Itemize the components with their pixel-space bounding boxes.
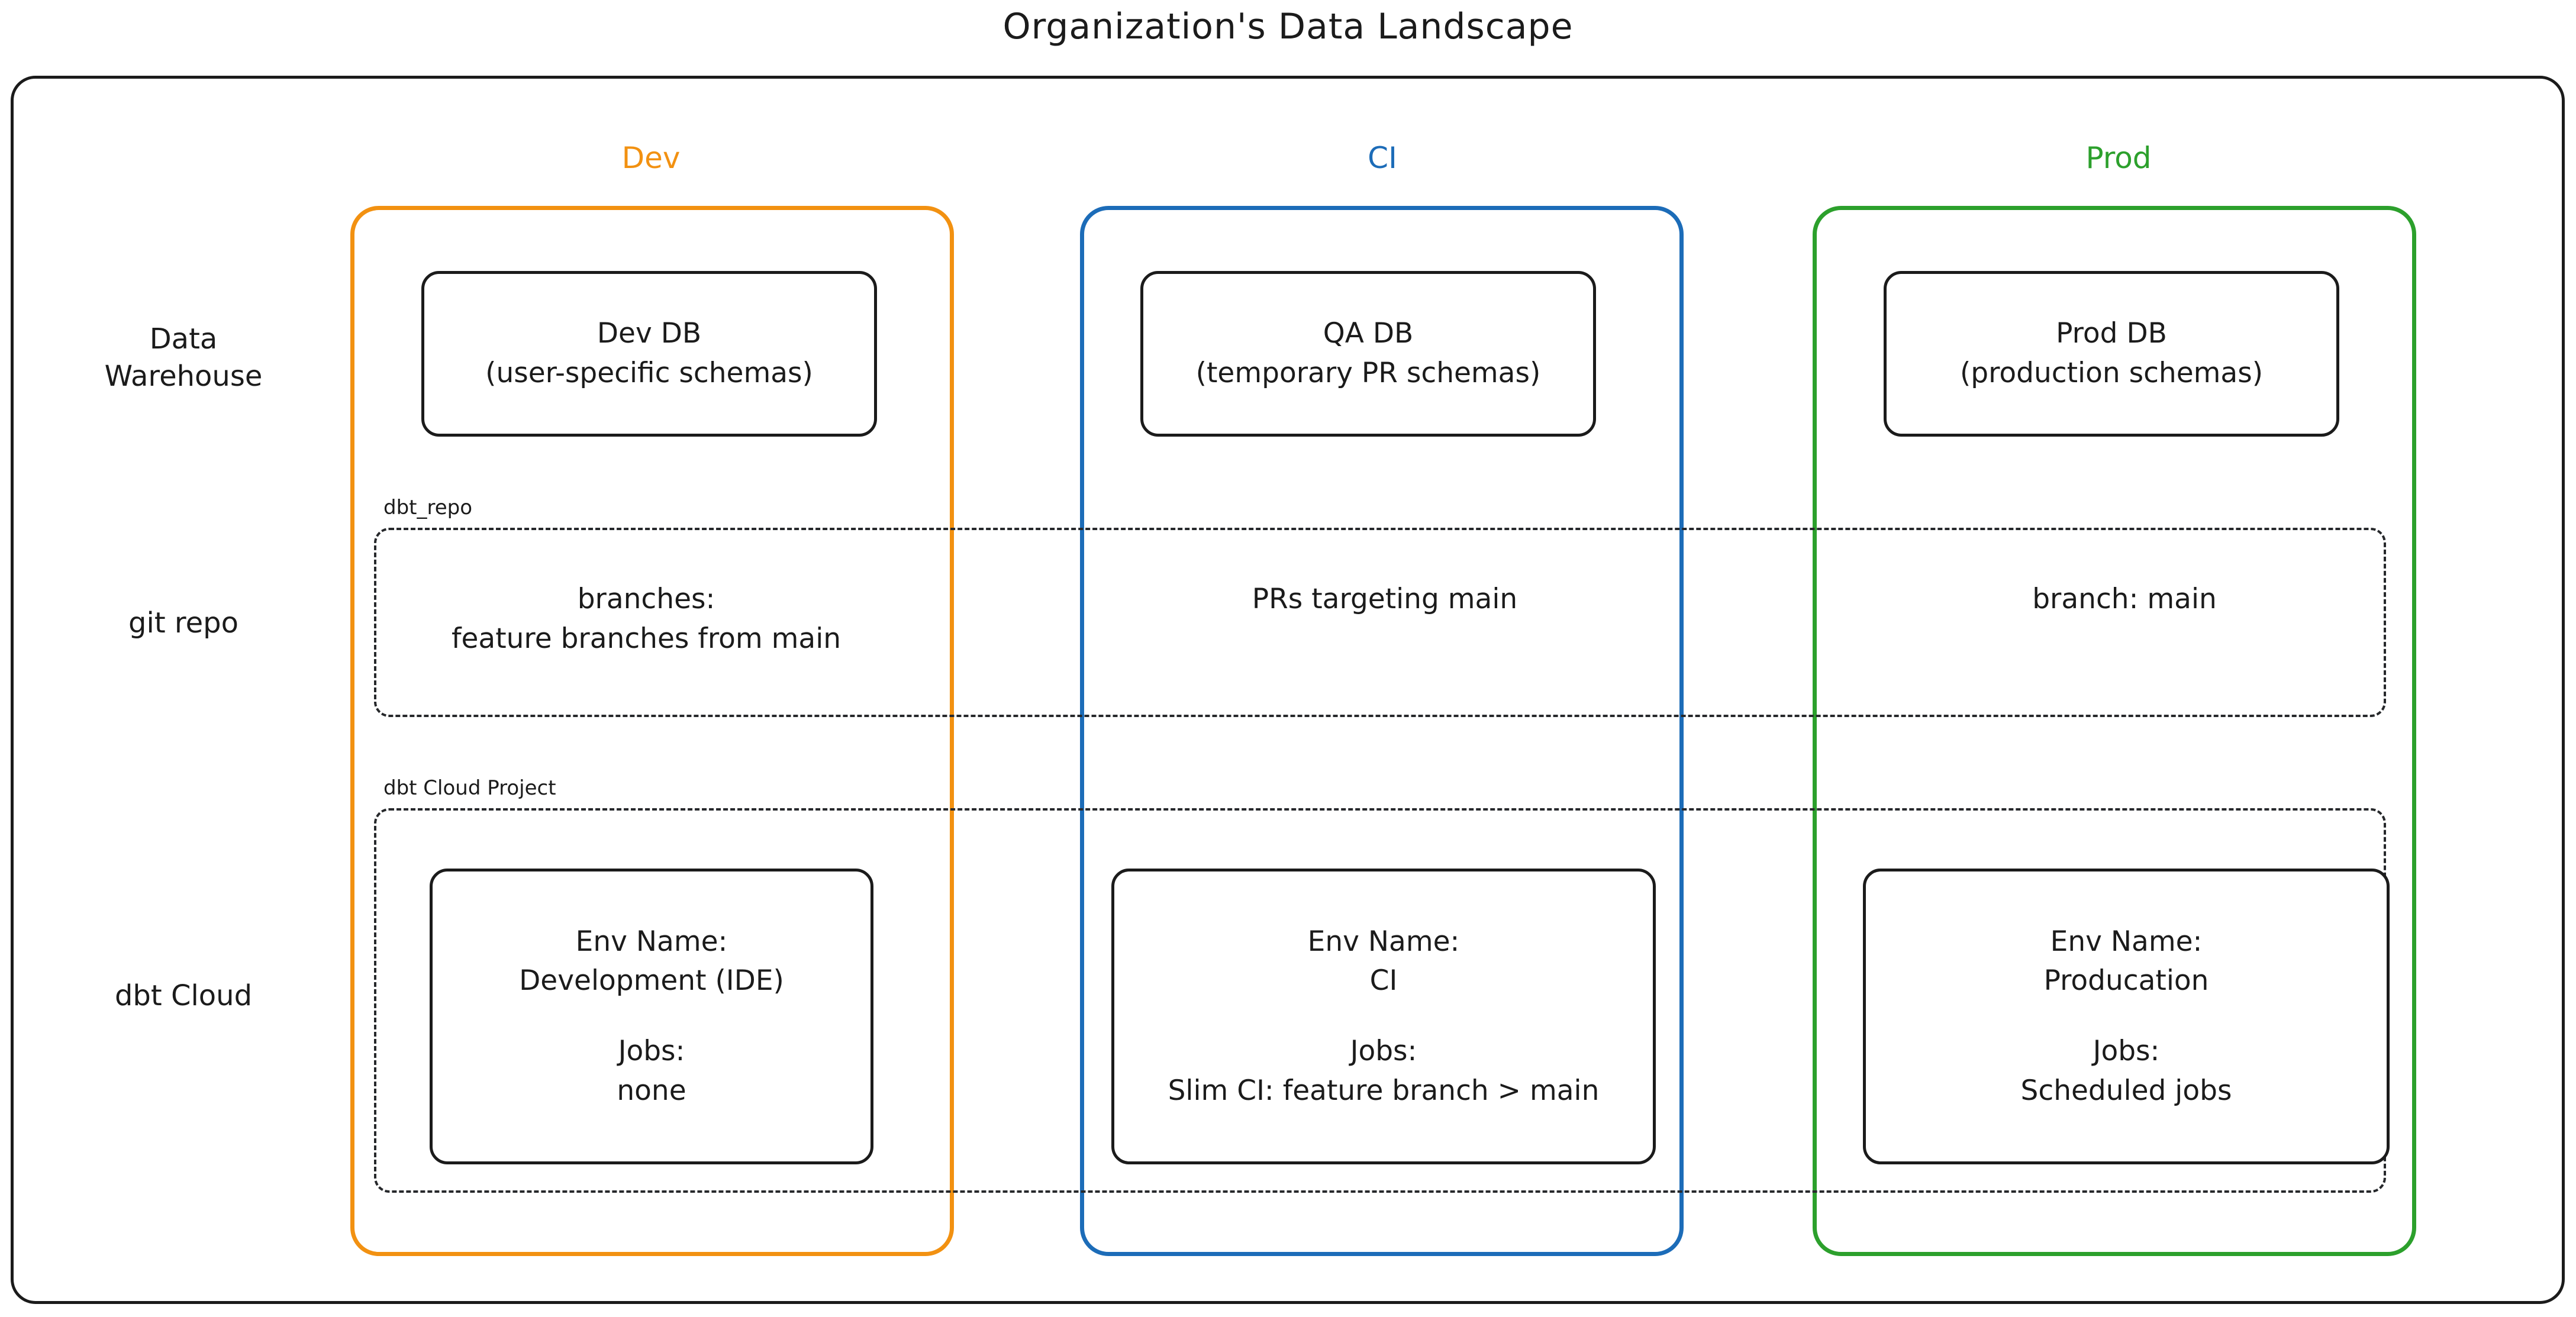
node-dbt-env-dev-env-value: Development (IDE) [519, 964, 784, 998]
git-text-dev: branches: feature branches from main [380, 580, 913, 658]
node-dev-db-line1: Dev DB [597, 317, 702, 350]
node-qa-db-line1: QA DB [1323, 317, 1414, 350]
node-dev-db: Dev DB (user-specific schemas) [421, 271, 877, 437]
column-header-dev: Dev [621, 141, 681, 175]
node-dbt-env-dev-env-label: Env Name: [575, 925, 728, 958]
outer-frame [11, 76, 2565, 1304]
env-column-dev [350, 206, 954, 1256]
node-dbt-env-ci-jobs-label: Jobs: [1350, 1035, 1417, 1067]
node-dbt-env-ci-env-value: CI [1369, 964, 1398, 998]
node-dbt-env-dev: Env Name: Development (IDE) Jobs: none [430, 869, 873, 1164]
node-dbt-env-ci-jobs-value: Slim CI: feature branch > main [1168, 1074, 1600, 1107]
git-text-prod-line1: branch: main [2032, 583, 2217, 615]
git-text-dev-line1: branches: [577, 583, 715, 615]
node-dbt-env-prod-jobs-value: Scheduled jobs [2020, 1074, 2232, 1107]
git-text-prod: branch: main [1858, 580, 2391, 619]
git-text-ci-line1: PRs targeting main [1252, 583, 1518, 615]
node-prod-db-line2: (production schemas) [1959, 357, 2264, 389]
column-header-ci: CI [1368, 141, 1397, 175]
node-dbt-env-ci-env-label: Env Name: [1307, 925, 1460, 958]
node-prod-db-line1: Prod DB [2056, 317, 2167, 350]
group-tag-dbt-repo: dbt_repo [383, 496, 473, 519]
node-qa-db: QA DB (temporary PR schemas) [1140, 271, 1596, 437]
node-dbt-env-prod-env-value: Producation [2043, 964, 2209, 998]
node-dbt-env-prod-jobs-label: Jobs: [2093, 1035, 2160, 1067]
row-label-data-warehouse: Data Warehouse [36, 321, 331, 396]
row-label-dbt-cloud: dbt Cloud [114, 979, 253, 1012]
env-column-prod [1813, 206, 2416, 1256]
row-label-data-warehouse-line2: Warehouse [104, 360, 263, 393]
node-prod-db: Prod DB (production schemas) [1884, 271, 2339, 437]
node-dev-db-line2: (user-specific schemas) [485, 357, 813, 389]
node-qa-db-line2: (temporary PR schemas) [1195, 357, 1541, 389]
row-label-data-warehouse-line1: Data [149, 322, 218, 356]
node-dbt-env-prod-env-label: Env Name: [2050, 925, 2203, 958]
diagram-title: Organization's Data Landscape [1002, 6, 1574, 47]
node-dbt-env-ci: Env Name: CI Jobs: Slim CI: feature bran… [1111, 869, 1656, 1164]
env-column-ci [1080, 206, 1684, 1256]
node-dbt-env-prod: Env Name: Producation Jobs: Scheduled jo… [1863, 869, 2390, 1164]
column-header-prod: Prod [2085, 141, 2152, 175]
git-text-dev-line2: feature branches from main [451, 622, 842, 655]
node-dbt-env-dev-jobs-value: none [617, 1074, 686, 1107]
node-dbt-env-dev-jobs-label: Jobs: [618, 1035, 685, 1067]
row-label-git-repo: git repo [128, 606, 238, 640]
group-tag-dbt-cloud-project: dbt Cloud Project [383, 776, 556, 800]
git-text-ci: PRs targeting main [1118, 580, 1651, 619]
group-dbt-repo: dbt_repo [374, 496, 2386, 717]
